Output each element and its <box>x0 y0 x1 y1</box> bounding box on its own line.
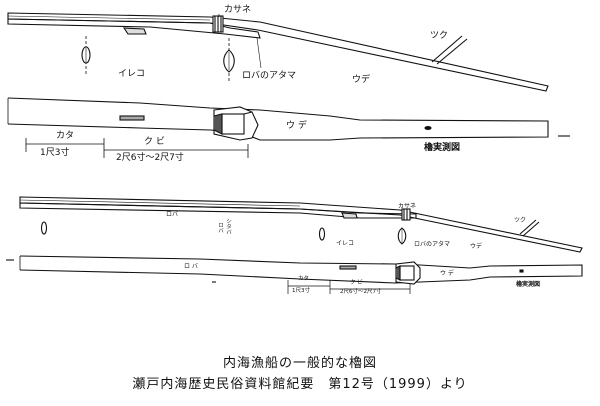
top-label-ireko: イレコ <box>118 69 145 79</box>
bottom-label-roba-atama: ロバのアタマ <box>414 240 450 248</box>
bottom-label-kasane: カサネ <box>398 203 416 210</box>
top-side-view <box>7 12 549 92</box>
caption-title: 内海漁船の一般的な櫓図 <box>222 356 377 371</box>
top-dim-kata: 1尺3寸 <box>40 146 69 158</box>
bottom-section-c <box>397 227 407 245</box>
bottom-blade-piece <box>19 202 417 219</box>
bottom-label-ireko: イレコ <box>336 240 354 247</box>
bottom-ireko-mark <box>339 265 357 270</box>
bottom-label-roba-left: ロバ <box>166 211 178 218</box>
bottom-drawing-title: 櫓実測図 <box>516 280 540 288</box>
top-label-ude-loom: ウデ <box>352 73 370 85</box>
bottom-ireko-block <box>341 212 358 219</box>
bottom-label-roba-blade: ロ バ <box>184 263 198 270</box>
bottom-kasane-binding <box>401 208 411 221</box>
caption-source: 瀬戸内海歴史民俗資料館紀要 第12号（1999）より <box>132 377 468 392</box>
top-socket <box>213 106 259 141</box>
bottom-tsuku-handle <box>519 219 540 237</box>
top-plan-view <box>7 97 570 158</box>
top-dimension-lines <box>25 138 249 158</box>
bottom-dim-kubi: 2尺6寸～2尺7寸 <box>340 287 382 295</box>
top-tsuku-handle <box>431 35 468 65</box>
bottom-label-shitaba: シタバ <box>225 218 232 235</box>
top-label-kata: カタ <box>56 130 74 141</box>
bottom-dim-kata: 1尺3寸 <box>292 286 310 294</box>
top-section-roba <box>223 38 235 82</box>
top-drawing-title: 櫓実測図 <box>424 141 460 153</box>
top-section-ireko <box>81 36 91 76</box>
bottom-label-kubi: ク ビ <box>350 278 363 286</box>
top-label-tsuku: ツク <box>430 30 448 41</box>
top-ireko-mark <box>119 115 145 121</box>
bottom-label-tsuku: ツク <box>514 217 526 224</box>
bottom-label-ude-loom: ウデ <box>470 242 482 250</box>
bottom-plan-view <box>19 255 583 294</box>
bottom-oar-outline <box>19 255 583 284</box>
top-ireko-block <box>122 27 147 35</box>
top-kasane-binding <box>212 15 224 33</box>
bottom-section-a <box>40 221 48 235</box>
top-label-ude-blade: ウ デ <box>286 119 307 131</box>
bottom-label-ude-blade: ウ デ <box>440 269 454 277</box>
bottom-side-view <box>6 196 583 261</box>
top-label-roba-atama: ロバのアタマ <box>242 70 296 81</box>
top-label-kasane: カサネ <box>224 4 251 15</box>
top-label-kubi: ク ビ <box>144 136 165 147</box>
top-dim-kubi: 2尺6寸～2尺7寸 <box>116 151 184 163</box>
top-oar-outline <box>7 97 549 141</box>
bottom-section-b <box>318 227 326 241</box>
bottom-label-roba-vertical: ロバ <box>217 222 224 233</box>
bottom-label-kata: カタ <box>298 274 309 282</box>
bottom-socket <box>395 261 421 285</box>
bottom-dimension-lines <box>287 280 411 294</box>
